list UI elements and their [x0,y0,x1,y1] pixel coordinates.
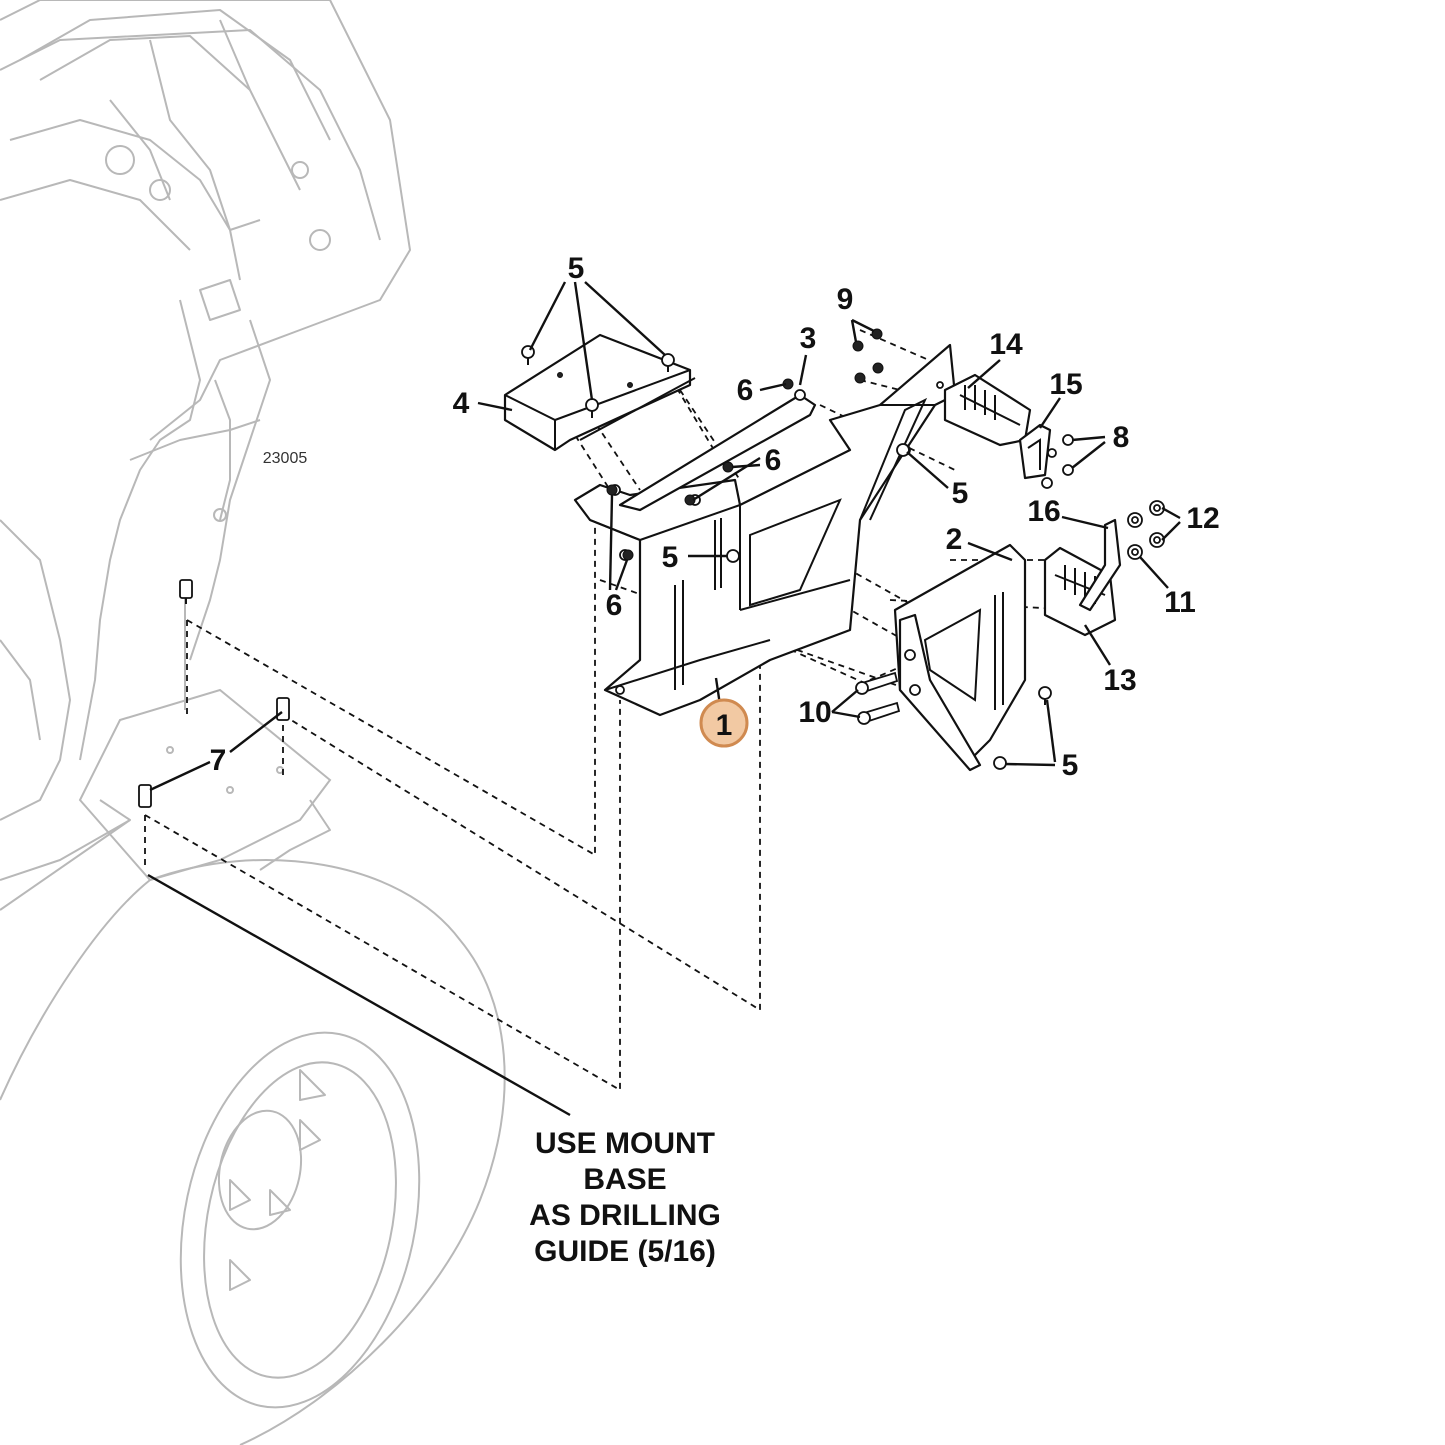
note-line-2: BASE [583,1163,666,1196]
callout-1[interactable]: 1 [716,709,733,742]
callout-10[interactable]: 10 [798,696,831,729]
leader-lines [147,281,1181,1117]
callout-8[interactable]: 8 [1113,421,1130,454]
part-2-plate [893,543,1027,772]
highlight-circle-item-1[interactable] [699,698,749,748]
callout-6-left[interactable]: 6 [606,589,623,622]
callout-3[interactable]: 3 [800,322,817,355]
callout-12[interactable]: 12 [1186,502,1219,535]
figure-number: 23005 [263,450,308,467]
callout-9[interactable]: 9 [837,283,854,316]
machine-background-art [0,0,506,1445]
callout-5-mid[interactable]: 5 [662,541,679,574]
bolt-7b [276,697,290,721]
part-3-strap [618,389,817,512]
bolt-7a [179,579,193,604]
callout-16[interactable]: 16 [1027,495,1060,528]
note-line-4: GUIDE (5/16) [534,1235,716,1268]
callout-6-upper[interactable]: 6 [737,374,754,407]
callout-2[interactable]: 2 [946,523,963,556]
callout-11[interactable]: 11 [1164,586,1196,619]
callout-7[interactable]: 7 [210,744,227,777]
note-line-3: AS DRILLING [529,1199,721,1232]
callout-15[interactable]: 15 [1049,368,1082,401]
callout-14[interactable]: 14 [989,328,1023,361]
hardware [138,328,1165,808]
callout-5-right[interactable]: 5 [952,477,969,510]
note-line-1: USE MOUNT [535,1127,715,1160]
part-1-mount-base[interactable] [573,343,957,717]
callout-labels: 1 2 3 4 5 5 5 5 6 6 6 7 8 9 10 11 12 13 … [210,252,1220,782]
part-14-connector [943,373,1032,447]
callout-6-middle[interactable]: 6 [765,444,782,477]
bolt-7c [138,784,152,808]
drilling-note: USE MOUNT BASE AS DRILLING GUIDE (5/16) [529,1127,721,1268]
callout-13[interactable]: 13 [1103,664,1136,697]
callout-5-top[interactable]: 5 [568,252,585,285]
callout-4[interactable]: 4 [453,387,470,420]
callout-5-bottom[interactable]: 5 [1062,749,1079,782]
part-13-connector [1043,518,1122,637]
part-4-tray [503,333,696,452]
